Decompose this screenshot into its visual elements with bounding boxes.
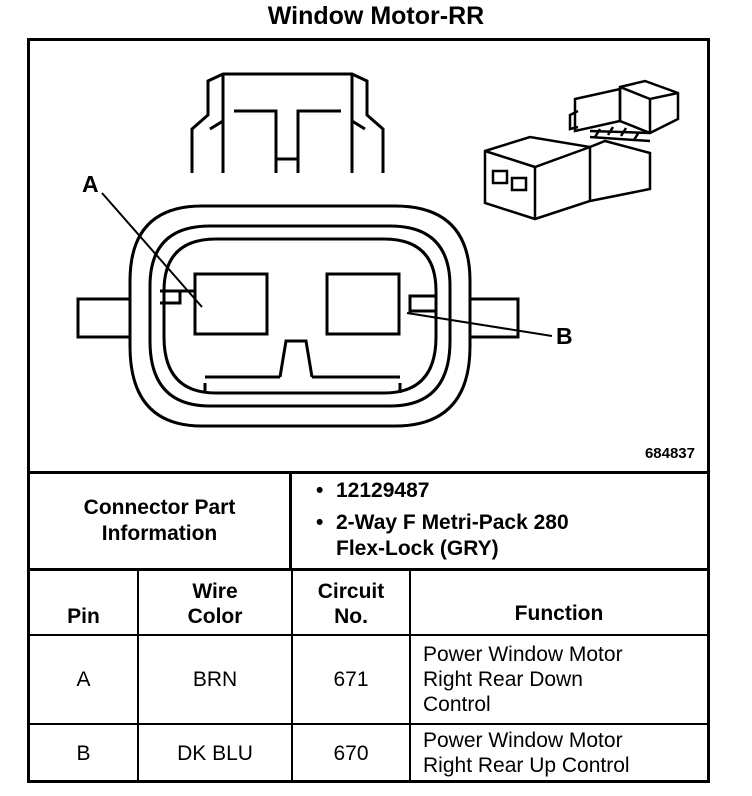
header-wire-color: Wire Color	[137, 568, 293, 636]
callout-label-b: B	[556, 323, 573, 349]
connector-diagram: A B 684837	[30, 41, 707, 471]
connector-description-line: • 2-Way F Metri-Pack 280	[316, 510, 707, 536]
callout-label-a: A	[82, 171, 99, 197]
header-circuit: Circuit No.	[291, 568, 411, 636]
connector-description-2: Flex-Lock (GRY)	[336, 537, 499, 560]
part-number-line: • 12129487	[316, 478, 707, 504]
connector-part-info-values: • 12129487 • 2-Way F Metri-Pack 280 Flex…	[292, 474, 707, 568]
wire-color-cell: DK BLU	[137, 722, 293, 782]
connector-description-line-2: Flex-Lock (GRY)	[336, 536, 707, 562]
bullet-icon: •	[316, 511, 324, 534]
connector-face-drawing	[76, 72, 680, 428]
connector-frame: A B 684837 Connector Part Information • …	[27, 38, 710, 783]
connector-description-1: 2-Way F Metri-Pack 280	[336, 511, 569, 534]
page-title: Window Motor-RR	[267, 2, 485, 30]
pinout-table: Pin Wire Color Circuit No. Function A BR…	[30, 568, 707, 782]
function-cell: Power Window Motor Right Rear Up Control	[409, 722, 707, 782]
table-row: A BRN 671 Power Window Motor Right Rear …	[30, 633, 707, 725]
header-function: Function	[409, 568, 707, 636]
part-number: 12129487	[336, 479, 430, 502]
figure-number: 684837	[644, 445, 695, 462]
table-row: B DK BLU 670 Power Window Motor Right Re…	[30, 722, 707, 782]
function-cell: Power Window Motor Right Rear Down Contr…	[409, 633, 707, 725]
bullet-icon: •	[316, 479, 324, 502]
header-pin: Pin	[30, 568, 139, 636]
wire-color-cell: BRN	[137, 633, 293, 725]
pin-cell: A	[30, 633, 139, 725]
circuit-cell: 670	[291, 722, 411, 782]
circuit-cell: 671	[291, 633, 411, 725]
pin-cell: B	[30, 722, 139, 782]
table-header-row: Pin Wire Color Circuit No. Function	[30, 568, 707, 636]
connector-part-info-label: Connector Part Information	[30, 474, 292, 568]
connector-part-info-row: Connector Part Information • 12129487 • …	[30, 471, 707, 568]
